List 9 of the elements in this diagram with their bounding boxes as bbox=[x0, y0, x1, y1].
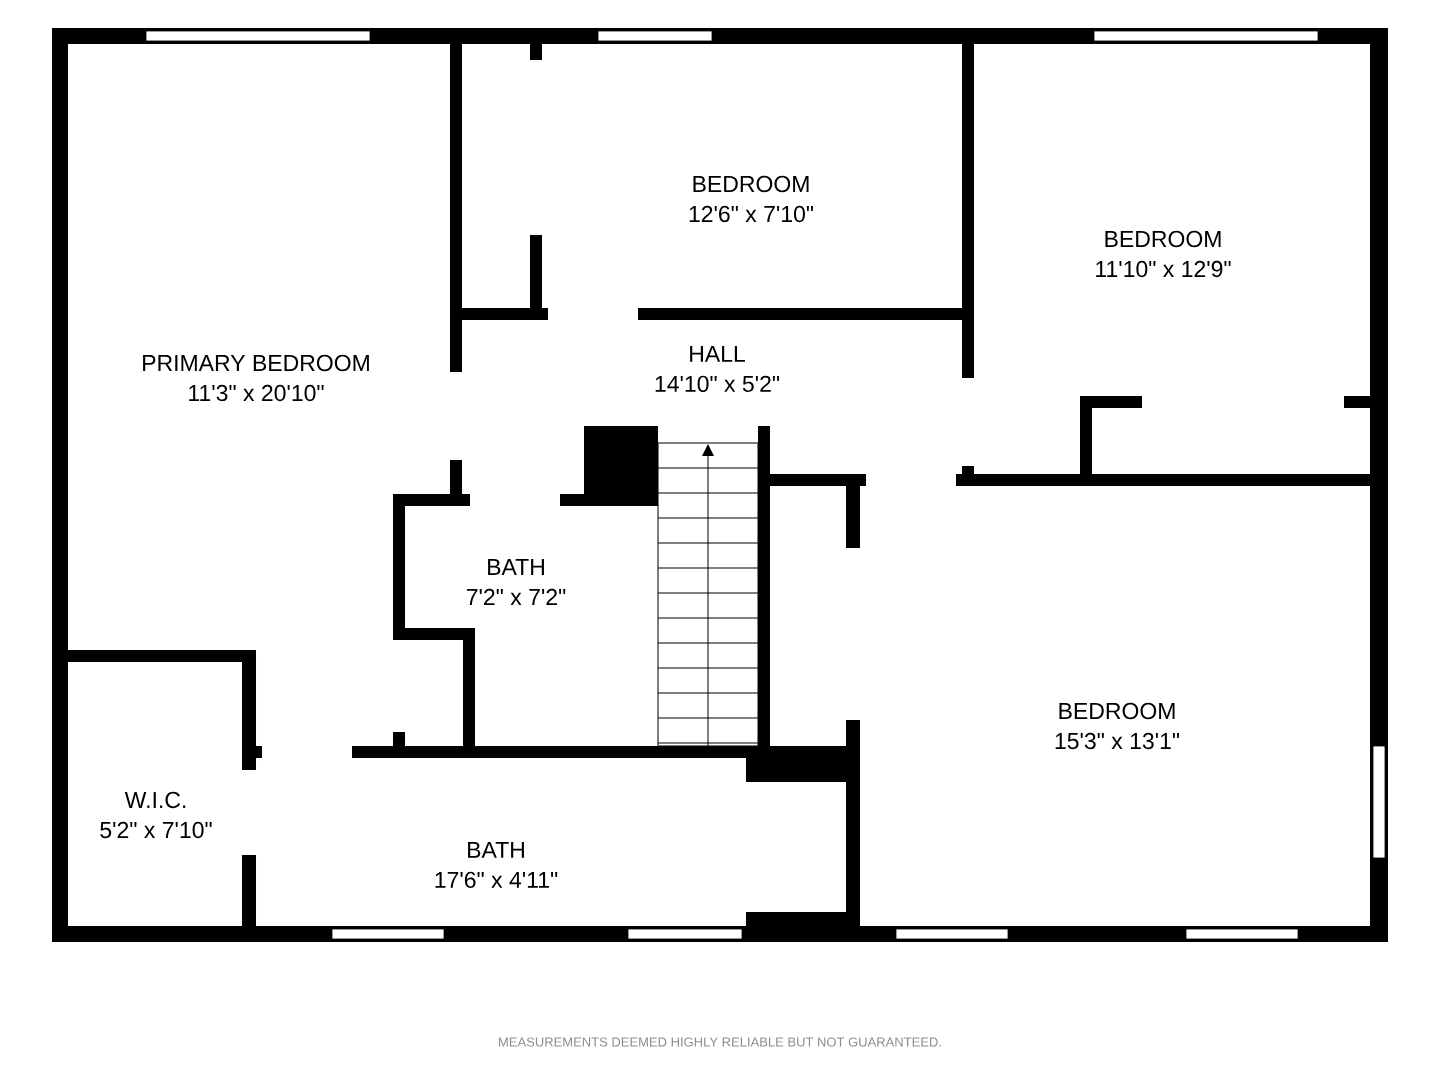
disclaimer-note: MEASUREMENTS DEEMED HIGHLY RELIABLE BUT NOT GUARANTEED. bbox=[499, 1037, 941, 1047]
room-label: HALL 14'10" x 5'2" bbox=[655, 346, 780, 392]
room-label: BATH 7'2" x 7'2" bbox=[466, 559, 566, 605]
room-label: BEDROOM 15'3" x 13'1" bbox=[1055, 702, 1180, 750]
room-label: BEDROOM 11'10" x 12'9" bbox=[1096, 230, 1231, 278]
room-label: BATH 17'6" x 4'11" bbox=[435, 842, 558, 888]
room-label: W.I.C. 5'2" x 7'10" bbox=[100, 791, 212, 839]
room-label: PRIMARY BEDROOM 11'3" x 20'10" bbox=[143, 354, 369, 402]
room-label: BEDROOM 12'6" x 7'10" bbox=[689, 175, 814, 223]
